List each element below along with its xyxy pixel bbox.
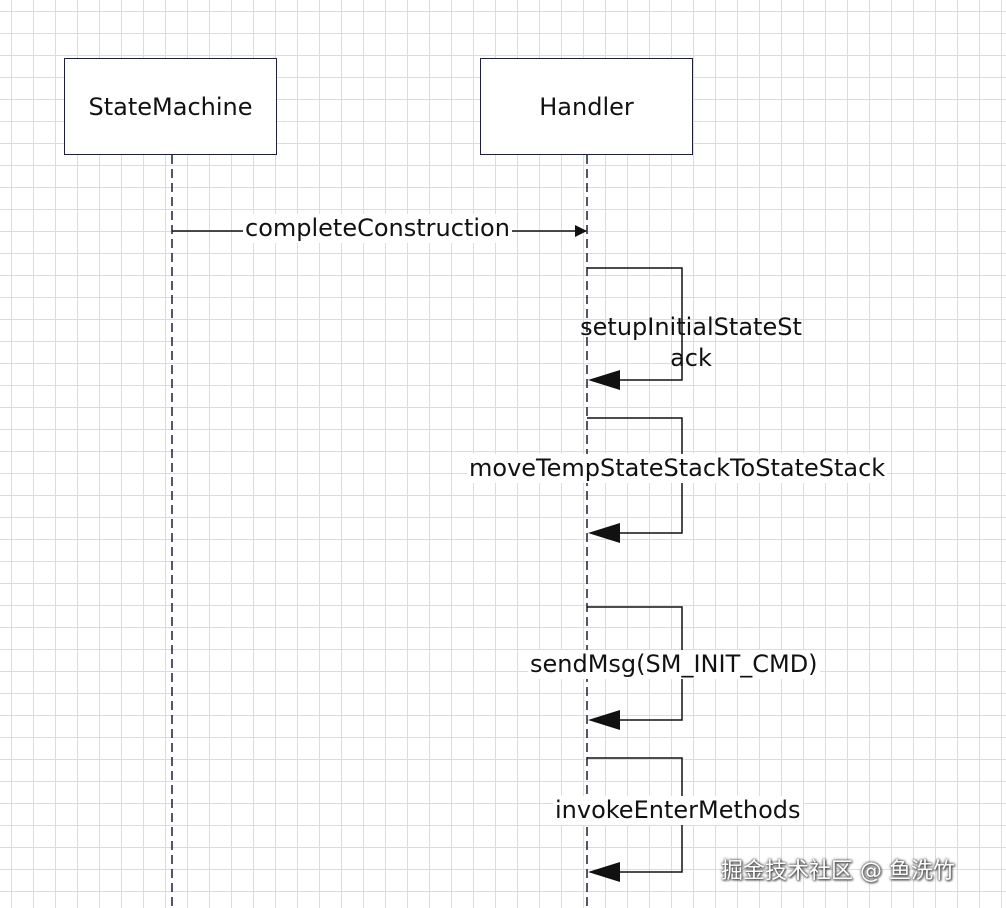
- message-label-invoke-enter-methods: invokeEnterMethods: [553, 796, 803, 825]
- watermark-text: 掘金技术社区 @ 鱼洗竹: [721, 859, 955, 884]
- message-label-send-msg: sendMsg(SM_INIT_CMD): [528, 650, 820, 679]
- arrowhead-move: [588, 523, 620, 543]
- arrowhead-send: [588, 710, 620, 730]
- message-label-move-temp-state-stack: moveTempStateStackToStateStack: [467, 454, 888, 483]
- message-label-setup-initial-state-stack: setupInitialStateStack: [580, 313, 802, 373]
- participant-handler-label: Handler: [539, 92, 634, 121]
- message-label-complete-construction: completeConstruction: [243, 214, 512, 243]
- participant-statemachine-label: StateMachine: [88, 92, 253, 121]
- arrow-self-setup: [587, 267, 683, 381]
- participant-handler: Handler: [480, 58, 693, 155]
- arrowhead-setup: [588, 370, 620, 390]
- participant-statemachine: StateMachine: [64, 58, 277, 155]
- arrowhead-invoke: [588, 862, 620, 882]
